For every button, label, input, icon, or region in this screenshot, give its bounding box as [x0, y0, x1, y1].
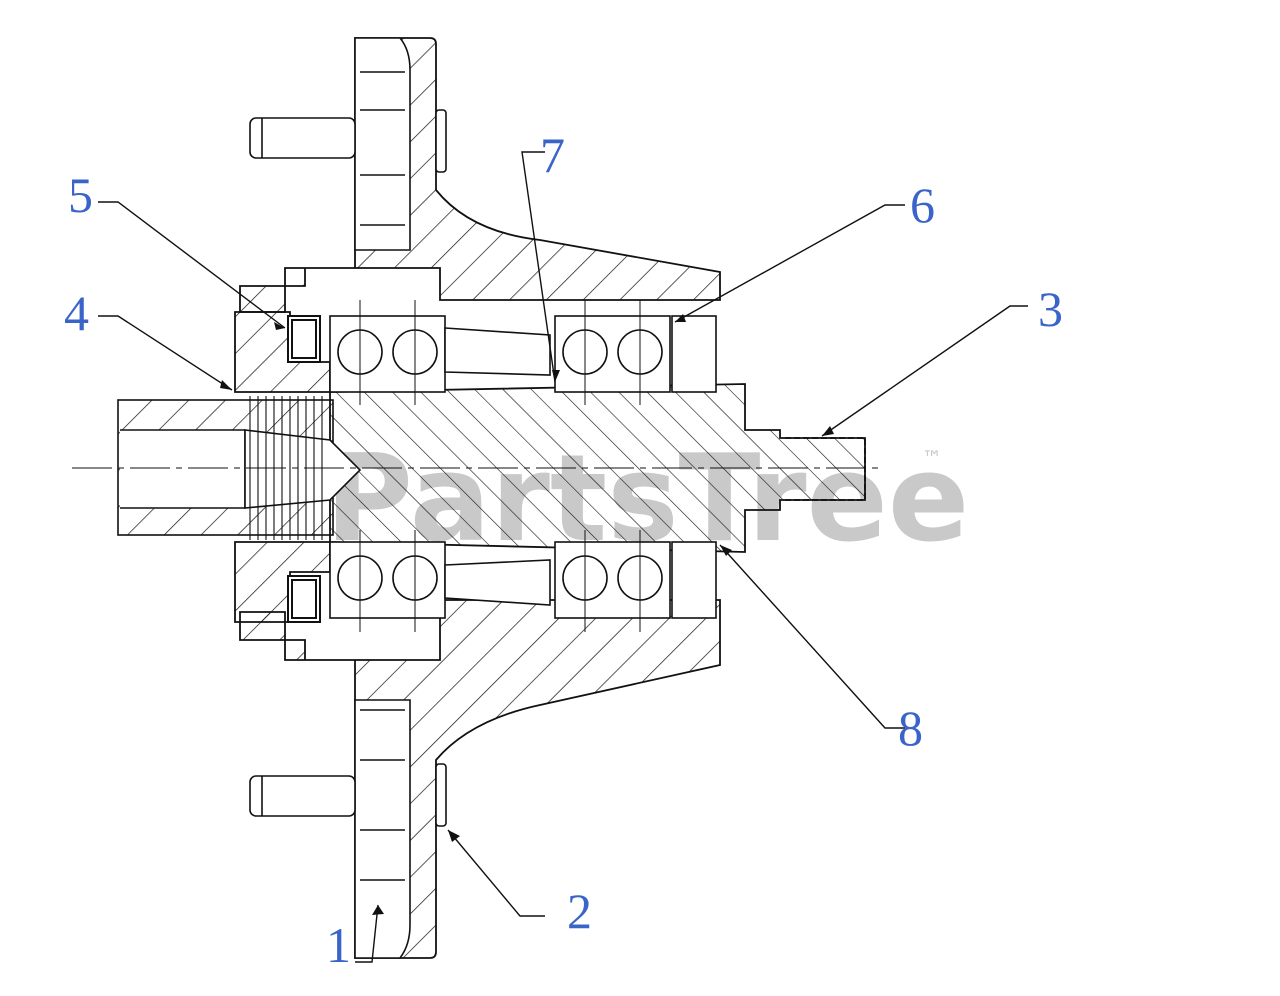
flange-outline: [354, 37, 411, 959]
bearing-left-upper: [329, 300, 446, 405]
callout-1: 1: [326, 917, 351, 973]
callout-8: 8: [898, 700, 923, 756]
bearing-right-lower: [554, 530, 671, 632]
watermark-trademark: ™: [922, 446, 942, 470]
washer-part-2: [435, 109, 447, 827]
leader-lines: [98, 151, 1028, 963]
callout-6: 6: [910, 177, 935, 233]
retainer-part-6: [671, 315, 717, 619]
bearing-left-lower: [329, 530, 446, 632]
leader-arrowheads: [220, 314, 834, 915]
wheel-stud: [249, 117, 356, 817]
spacer-part-7: [444, 327, 551, 606]
callout-labels: 1 2 3 4 5 6 7 8: [64, 127, 1063, 973]
callout-5: 5: [68, 167, 93, 223]
callout-7: 7: [540, 127, 565, 183]
callout-4: 4: [64, 285, 89, 341]
bearing-right-upper: [554, 300, 671, 405]
callout-3: 3: [1038, 281, 1063, 337]
callout-2: 2: [567, 883, 592, 939]
seal-part-5: [287, 315, 321, 623]
